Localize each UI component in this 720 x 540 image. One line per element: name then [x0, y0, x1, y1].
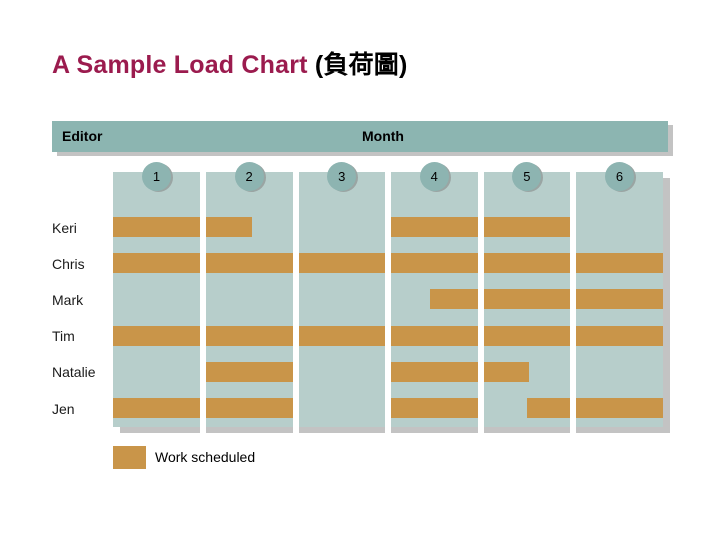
- month-column-header: Month: [362, 128, 404, 144]
- column-gap: [477, 156, 484, 436]
- month-badge: 1: [142, 162, 171, 191]
- editor-label: Jen: [52, 400, 75, 417]
- month-badge: 3: [327, 162, 357, 191]
- editor-label: Mark: [52, 291, 84, 308]
- editor-label: Natalie: [52, 364, 96, 381]
- month-badge: 6: [605, 162, 634, 191]
- column-gap: [385, 156, 392, 436]
- month-badge: 5: [512, 162, 542, 191]
- work-scheduled-bar: [113, 217, 252, 237]
- slide-title-cjk: (負荷圖): [314, 51, 408, 79]
- column-gap: [570, 156, 577, 436]
- editor-column-header: Editor: [62, 128, 103, 144]
- work-scheduled-bar: [390, 398, 484, 418]
- work-scheduled-bar: [205, 361, 299, 382]
- month-badge: 2: [234, 162, 264, 191]
- slide-title-latin: A Sample Load Chart: [52, 51, 315, 79]
- work-scheduled-bar: [429, 289, 663, 310]
- legend-swatch: [113, 446, 146, 469]
- work-scheduled-bar: [526, 398, 663, 418]
- legend-label: Work scheduled: [155, 449, 256, 465]
- chart-header-bar: Editor Month: [52, 121, 668, 152]
- slide-title: A Sample Load Chart (負荷圖): [52, 50, 408, 80]
- column-gap: [292, 156, 299, 436]
- editor-label: Chris: [52, 255, 85, 272]
- editor-label: Tim: [52, 328, 75, 345]
- column-gap: [200, 156, 206, 436]
- work-scheduled-bar: [390, 361, 529, 382]
- month-badge: 4: [419, 162, 449, 191]
- editor-label: Keri: [52, 219, 77, 236]
